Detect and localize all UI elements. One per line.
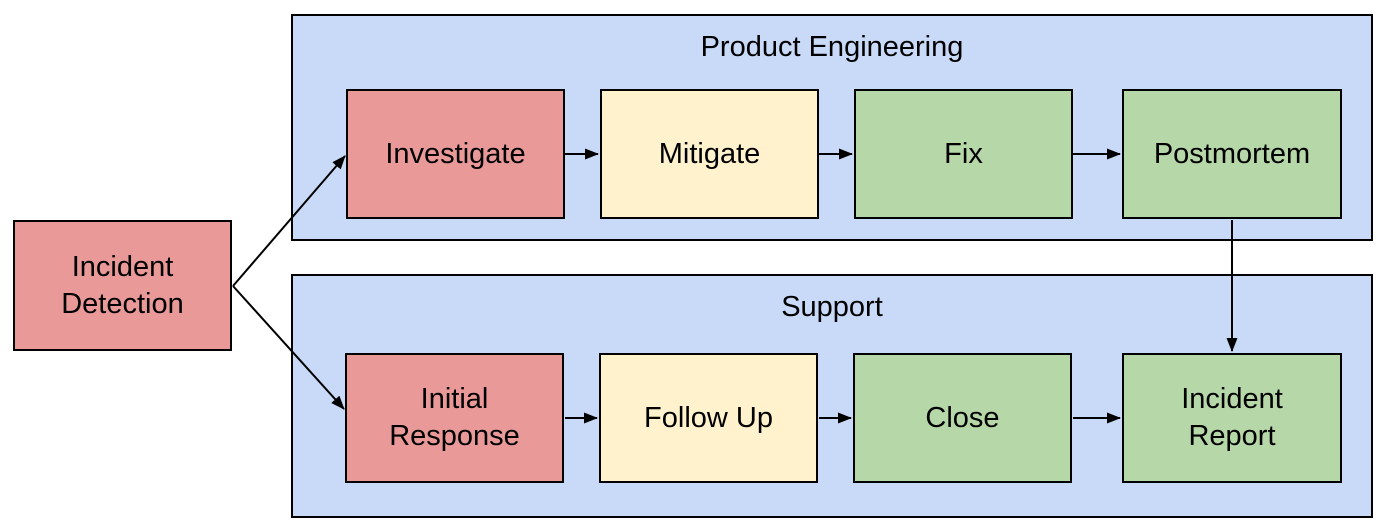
node-incident-detection: Incident Detection — [13, 220, 232, 351]
node-postmortem: Postmortem — [1122, 89, 1342, 219]
node-mitigate: Mitigate — [600, 89, 819, 219]
lane-title-support: Support — [781, 291, 883, 323]
node-initial-response: Initial Response — [345, 353, 564, 483]
node-investigate: Investigate — [346, 89, 565, 219]
node-close: Close — [853, 353, 1072, 483]
node-follow-up: Follow Up — [599, 353, 818, 483]
node-fix: Fix — [854, 89, 1073, 219]
lane-title-product-engineering: Product Engineering — [700, 31, 964, 63]
node-incident-report: Incident Report — [1122, 353, 1342, 483]
